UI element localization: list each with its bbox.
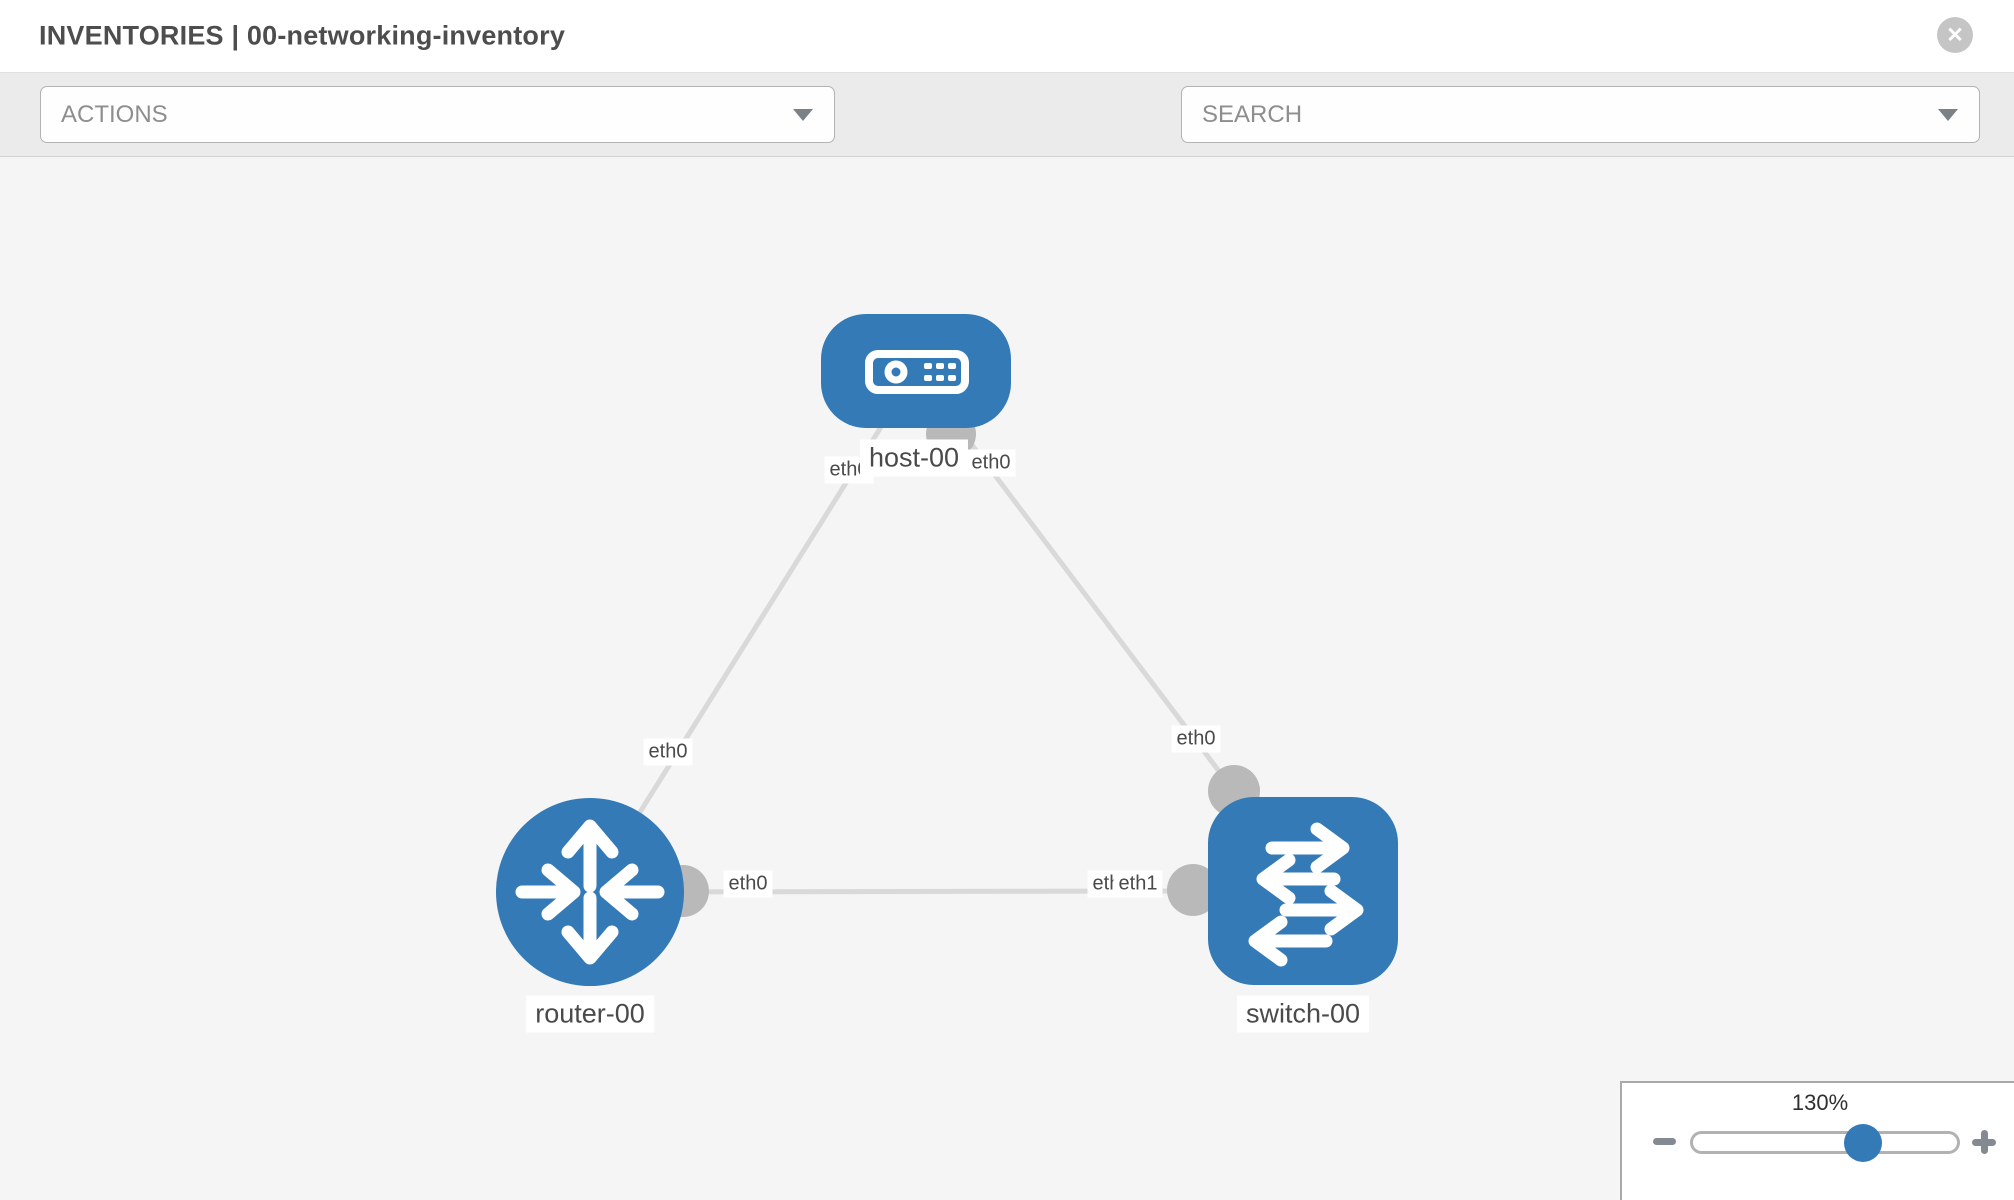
router-icon bbox=[515, 819, 665, 965]
node-router[interactable] bbox=[496, 798, 684, 986]
actions-dropdown[interactable]: ACTIONS bbox=[40, 86, 835, 143]
zoom-in-button[interactable] bbox=[1970, 1128, 1998, 1156]
search-input[interactable] bbox=[1202, 100, 1935, 129]
port-switch-left bbox=[1167, 864, 1219, 916]
zoom-out-button[interactable] bbox=[1653, 1138, 1676, 1145]
header: INVENTORIES | 00-networking-inventory ✕ bbox=[0, 0, 2014, 73]
zoom-slider-thumb[interactable] bbox=[1844, 1124, 1882, 1162]
caret-down-icon bbox=[793, 108, 813, 121]
caret-down-icon bbox=[1938, 108, 1958, 121]
switch-icon bbox=[1248, 822, 1364, 967]
close-icon: ✕ bbox=[1946, 23, 1964, 47]
zoom-panel: 130% bbox=[1620, 1081, 2014, 1200]
toolbar: ACTIONS bbox=[0, 73, 2014, 157]
search-dropdown[interactable] bbox=[1181, 86, 1980, 143]
node-host[interactable] bbox=[821, 314, 1011, 428]
actions-dropdown-label: ACTIONS bbox=[61, 100, 168, 128]
page-title: INVENTORIES | 00-networking-inventory bbox=[39, 20, 566, 51]
zoom-slider-track[interactable] bbox=[1690, 1131, 1960, 1154]
host-icon bbox=[865, 350, 969, 394]
close-button[interactable]: ✕ bbox=[1937, 17, 1973, 53]
zoom-level: 130% bbox=[1791, 1090, 1849, 1115]
node-switch[interactable] bbox=[1208, 797, 1398, 985]
